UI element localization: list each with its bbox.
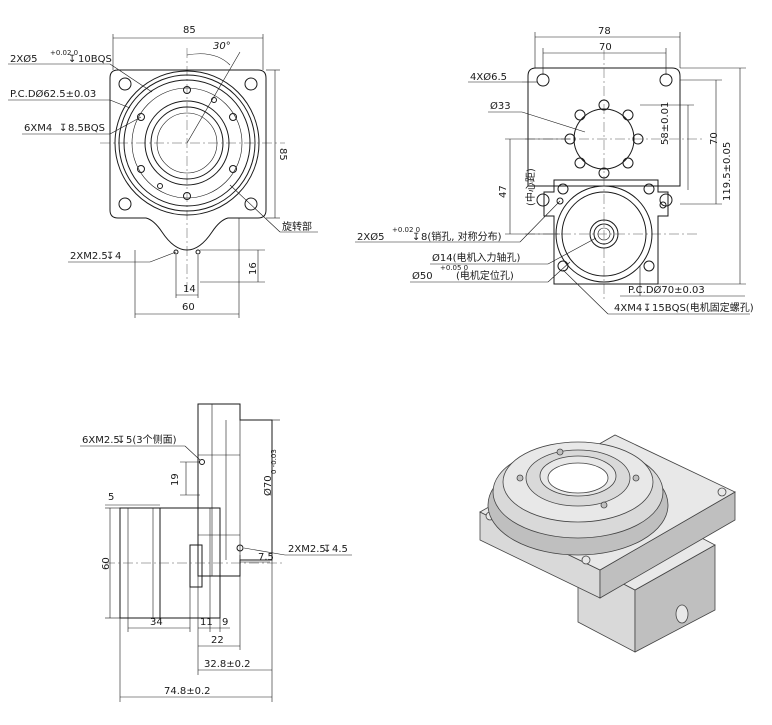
callout-pin-holes: 2XØ5 (10, 53, 37, 65)
dim-16: 16 (248, 262, 259, 275)
callout-4xm4-depth-symbol: ↧ (643, 303, 651, 314)
dim-11: 11 (200, 617, 213, 628)
callout-6xm25: 6XM2.5 (82, 435, 120, 446)
dim-14: 14 (183, 284, 196, 295)
callout-2x5-depth: 8(销孔, 对称分布) (421, 230, 502, 243)
callout-50-note: (电机定位孔) (456, 269, 514, 282)
callout-6xm25-depth: 5(3个侧面) (126, 433, 177, 446)
side-view: 78 70 4XØ6.5 Ø33 58±0.01 70 119.5±0.05 4… (355, 26, 754, 315)
dim-70-profile: Ø70 (262, 475, 274, 496)
callout-2xm25: 2XM2.5 (70, 251, 108, 262)
dim-19: 19 (170, 473, 181, 486)
iso-view (479, 434, 736, 653)
dim-58: 58±0.01 (660, 102, 671, 145)
callout-pin-depth: 10BQS (78, 54, 112, 65)
callout-50-tol: +0.05 0 (440, 264, 468, 272)
callout-14: Ø14(电机入力轴孔) (432, 251, 520, 264)
dim-22: 22 (211, 635, 224, 646)
dim-5: 5 (108, 492, 114, 503)
callout-2xm25-profile-depth: 4.5 (332, 544, 348, 555)
dim-60: 60 (182, 302, 195, 313)
dim-85-top: 85 (183, 25, 196, 36)
callout-2xm25-profile-depth-symbol: ↧ (323, 544, 331, 555)
callout-50: Ø50 (412, 270, 433, 282)
callout-4x65: 4XØ6.5 (470, 71, 507, 83)
dim-70-right: 70 (709, 132, 720, 145)
callout-2x5: 2XØ5 (357, 231, 384, 243)
dim-78: 78 (598, 26, 611, 37)
callout-2x5-tol: +0.02 0 (392, 226, 420, 234)
callout-2x5-depth-symbol: ↧ (412, 232, 420, 243)
front-view: 85 30° 85 16 14 60 2XØ5 +0.02 0 ↧ 10BQS (8, 25, 318, 318)
callout-6xm25-depth-symbol: ↧ (117, 435, 125, 446)
callout-pin-depth-symbol: ↧ (68, 54, 76, 65)
callout-6xm4: 6XM4 (24, 123, 52, 134)
dim-70-tol: 0 -0.03 (270, 449, 278, 474)
callout-pcd70: P.C.DØ70±0.03 (628, 284, 705, 296)
dim-328: 32.8±0.2 (204, 659, 251, 670)
dim-angle-30: 30° (213, 41, 231, 52)
dim-1195: 119.5±0.05 (722, 142, 733, 201)
callout-6xm4-depth-symbol: ↧ (59, 123, 67, 134)
callout-4xm4: 4XM4 (614, 303, 642, 314)
dim-748: 74.8±0.2 (164, 686, 211, 697)
callout-33: Ø33 (490, 100, 511, 112)
dim-85-right: 85 (277, 148, 288, 161)
callout-4xm4-depth: 15BQS(电机固定螺孔) (652, 301, 754, 314)
callout-pcd: P.C.DØ62.5±0.03 (10, 88, 96, 100)
callout-rotating-part: 旋转部 (282, 220, 312, 233)
dim-9: 9 (222, 617, 228, 628)
dim-34: 34 (150, 617, 163, 628)
dim-47-note: (中心距) (524, 168, 537, 206)
callout-2xm25-depth-symbol: ↧ (106, 251, 114, 262)
callout-6xm4-depth: 8.5BQS (68, 123, 105, 134)
dim-60-profile: 60 (101, 557, 112, 570)
callout-pin-tol: +0.02 0 (50, 49, 78, 57)
profile-view: 6XM2.5 ↧ 5(3个侧面) 19 5 60 Ø70 0 -0.03 2XM… (80, 403, 352, 702)
dim-70-top: 70 (599, 42, 612, 53)
callout-2xm25-profile: 2XM2.5 (288, 544, 326, 555)
dim-47: 47 (498, 185, 509, 198)
callout-2xm25-depth: 4 (115, 251, 121, 262)
dim-75: 7.5 (258, 552, 274, 563)
